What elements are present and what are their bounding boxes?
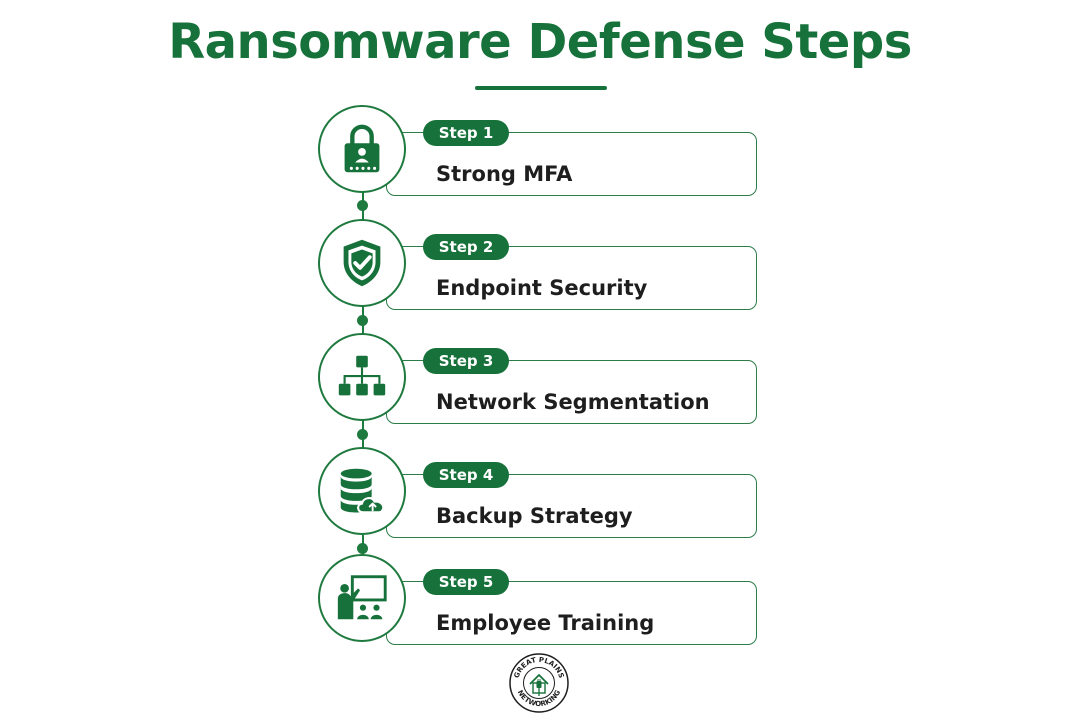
step-icon-circle — [318, 219, 406, 307]
connector-dot — [357, 200, 368, 211]
step-label: Backup Strategy — [436, 504, 633, 528]
step-badge: Step 1 — [423, 120, 509, 146]
step-label: Network Segmentation — [436, 390, 710, 414]
step-5: Step 5 Employee Training — [318, 554, 763, 650]
step-4: Step 4 Backup Strategy — [318, 447, 763, 543]
great-plains-networking-logo: GREAT PLAINS NETWORKING — [509, 653, 569, 713]
shield-check-icon — [343, 239, 381, 287]
step-badge: Step 2 — [423, 234, 509, 260]
title-underline — [475, 86, 607, 90]
connector-dot — [357, 315, 368, 326]
presenter-audience-icon — [337, 575, 387, 620]
step-badge: Step 3 — [423, 348, 509, 374]
connector-dot — [357, 429, 368, 440]
step-card — [386, 246, 757, 310]
step-icon-circle — [318, 333, 406, 421]
network-hierarchy-icon — [338, 355, 386, 396]
house-plug-logo-icon — [529, 674, 549, 696]
step-icon-circle — [318, 554, 406, 642]
step-badge: Step 4 — [423, 462, 509, 488]
step-2: Step 2 Endpoint Security — [318, 219, 763, 315]
step-label: Strong MFA — [436, 162, 573, 186]
step-badge: Step 5 — [423, 569, 509, 595]
step-label: Employee Training — [436, 611, 655, 635]
step-1: Step 1 Strong MFA — [318, 105, 763, 201]
step-3: Step 3 Network Segmentation — [318, 333, 763, 429]
step-icon-circle — [318, 447, 406, 535]
step-label: Endpoint Security — [436, 276, 648, 300]
database-cloud-upload-icon — [340, 468, 385, 514]
step-icon-circle — [318, 105, 406, 193]
padlock-user-icon — [344, 124, 380, 173]
step-card — [386, 132, 757, 196]
connector-dot — [357, 543, 368, 554]
page-title: Ransomware Defense Steps — [168, 14, 912, 70]
